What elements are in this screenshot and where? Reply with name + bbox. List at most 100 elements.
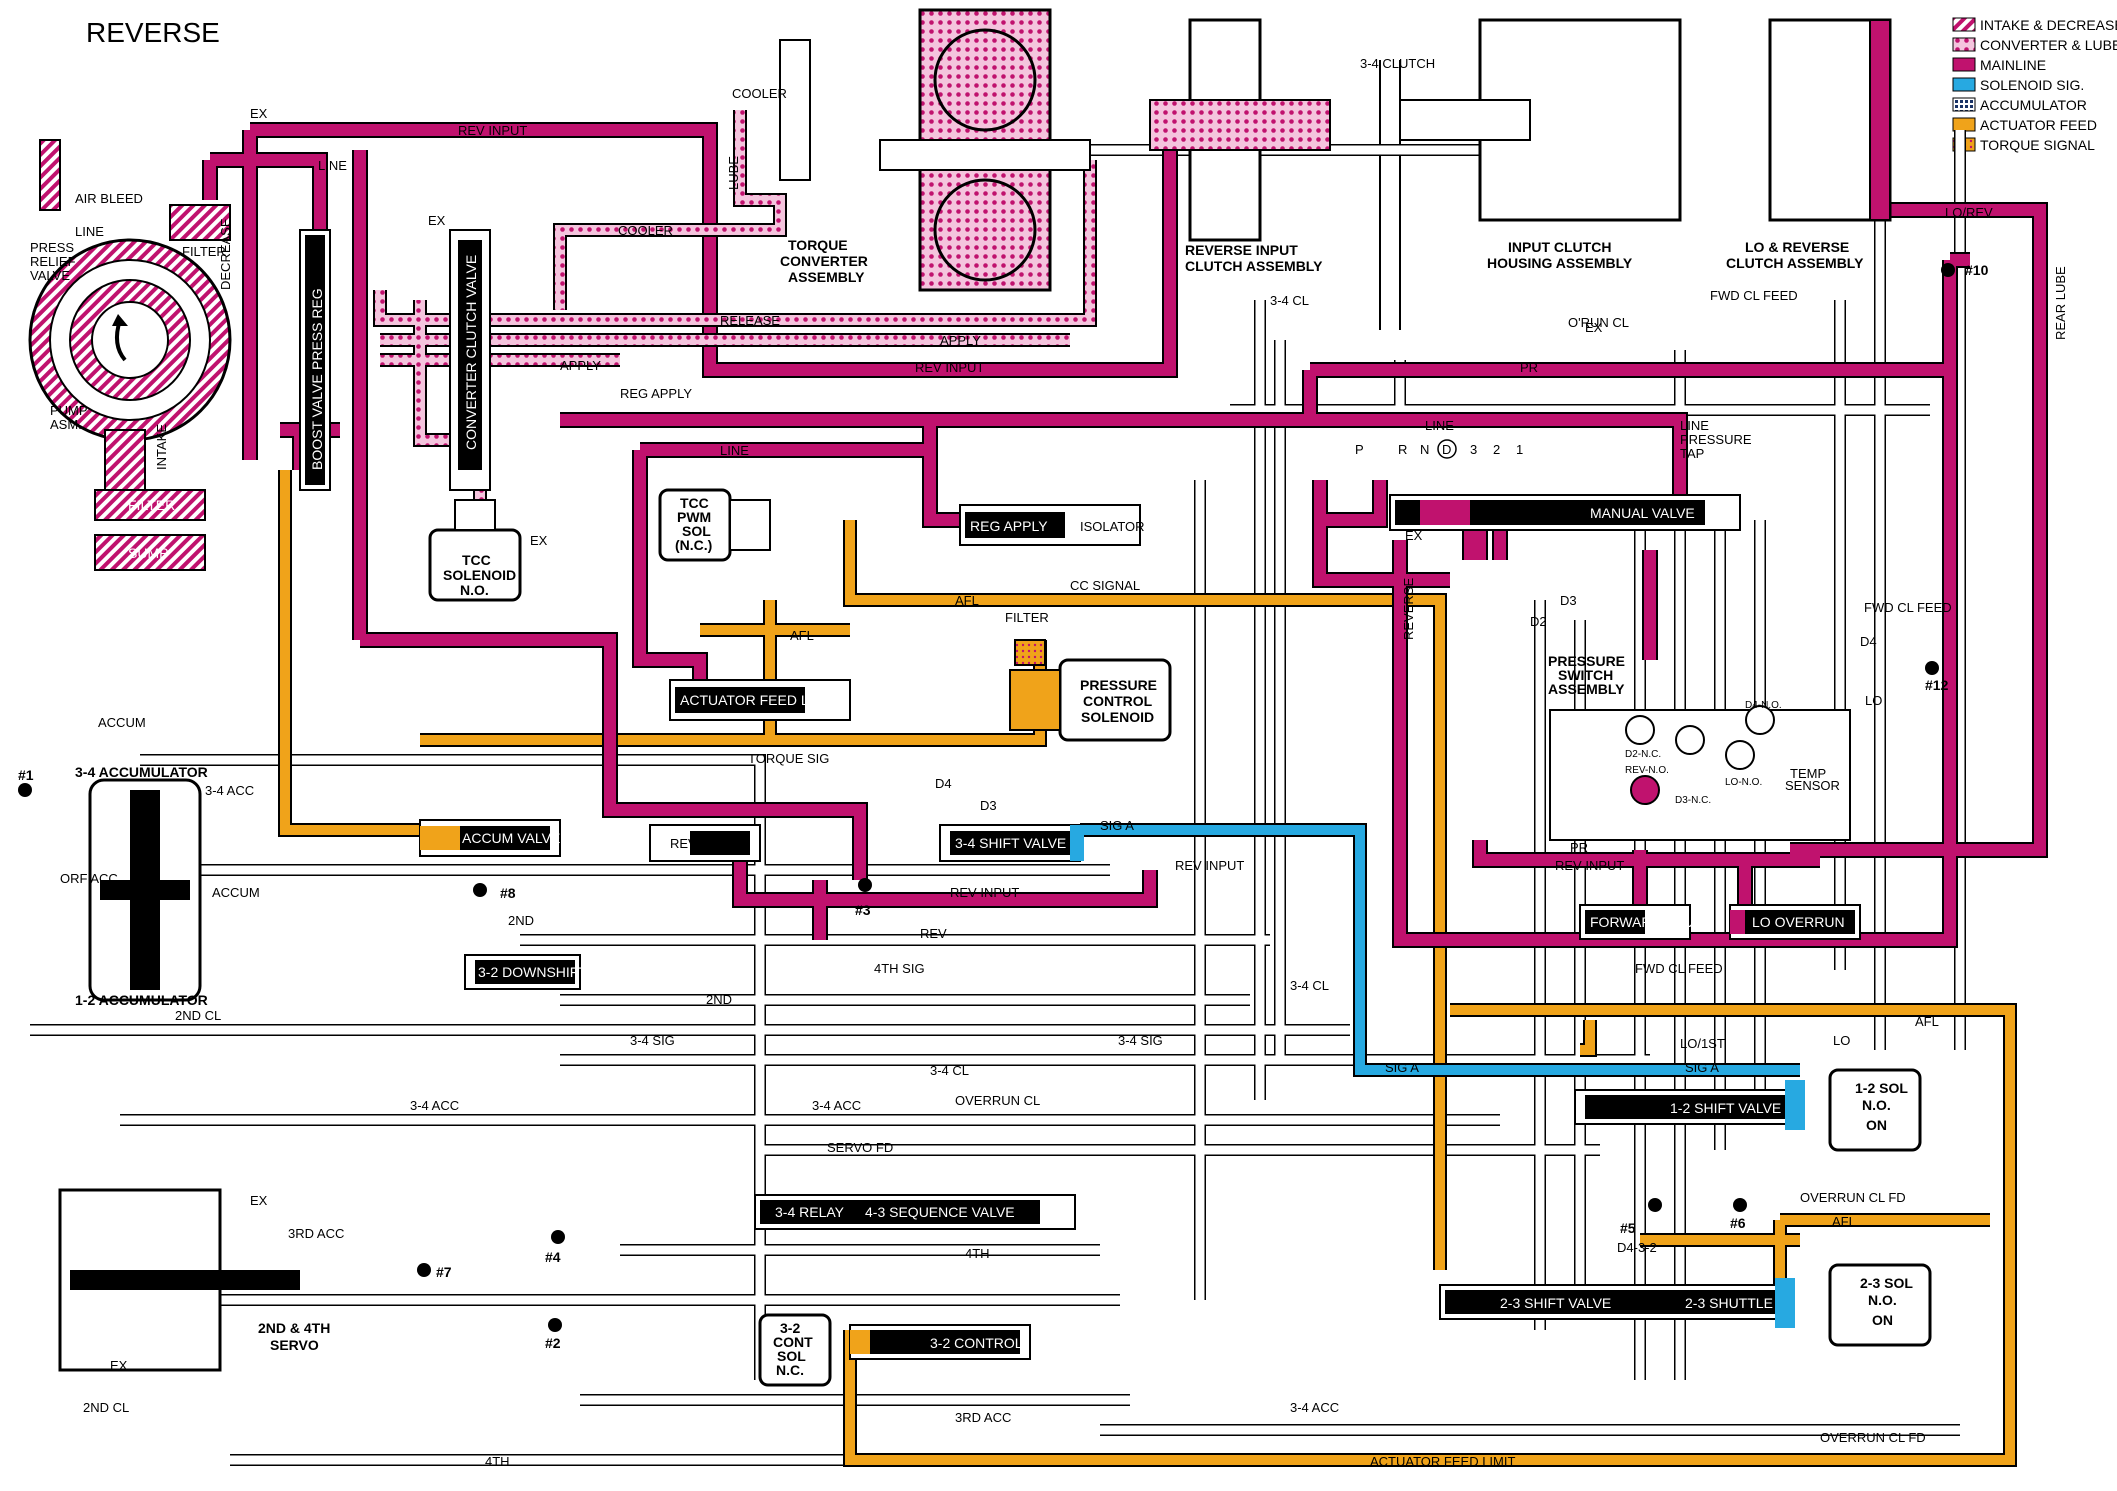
cl34-label-3: 3-4 CL — [1290, 978, 1329, 993]
gear-3: 3 — [1470, 442, 1477, 457]
cc-signal-label: CC SIGNAL — [1070, 578, 1140, 593]
ric-label-1: REVERSE INPUT — [1185, 242, 1298, 258]
page-title: REVERSE — [86, 17, 220, 48]
fwd-cl-feed-label-2: FWD CL FEED — [1710, 288, 1798, 303]
pr-label-right: PR — [1570, 840, 1588, 855]
fwd-cl-feed-label-1: FWD CL FEED — [1635, 961, 1723, 976]
cl34-label-top: 3-4 CLUTCH — [1360, 56, 1435, 71]
checkball-6-icon — [1733, 1198, 1747, 1212]
oruncl-label: O'RUN CL — [1568, 315, 1629, 330]
tcc-pwm-label-4: (N.C.) — [675, 537, 712, 553]
pressure-regulator-valve — [299, 229, 331, 491]
rev-input-label-low: REV INPUT — [1175, 858, 1244, 873]
ich-label-1: INPUT CLUTCH — [1508, 239, 1611, 255]
checkball-7-label: #7 — [436, 1264, 452, 1280]
checkball-8-icon — [473, 883, 487, 897]
reg-apply-circuit-label: REG APPLY — [620, 386, 692, 401]
d432-label: D4-3-2 — [1617, 1240, 1657, 1255]
checkball-5-label: #5 — [1620, 1220, 1636, 1236]
checkball-3-label: #3 — [855, 902, 871, 918]
lo-1st-label: LO/1ST — [1680, 1036, 1725, 1051]
third-acc-label-2: 3RD ACC — [955, 1410, 1011, 1425]
line-label-mid: LINE — [720, 443, 749, 458]
relay-34-label: 3-4 RELAY — [775, 1204, 845, 1220]
checkball-5-icon — [1648, 1198, 1662, 1212]
legend-label-mainline: MAINLINE — [1980, 57, 2046, 73]
filter-box — [94, 489, 206, 521]
lo-overrun-label: LO OVERRUN — [1752, 914, 1845, 930]
afl-label-2: AFL — [790, 628, 814, 643]
switch-d3: D3-N.C. — [1675, 795, 1711, 806]
isolator-label: ISOLATOR — [1080, 519, 1145, 534]
sequence-43-label: 4-3 SEQUENCE VALVE — [865, 1204, 1015, 1220]
sol12-label-1: 1-2 SOL — [1855, 1080, 1908, 1096]
d2-label: D2 — [1530, 614, 1547, 629]
checkball-12-label: #12 — [1925, 677, 1949, 693]
second-label-2: 2ND — [706, 992, 732, 1007]
legend-label-converter: CONVERTER & LUBE — [1980, 37, 2117, 53]
legend: INTAKE & DECREASE CONVERTER & LUBE MAINL… — [1952, 17, 2117, 153]
rev-input-label-low2: REV INPUT — [950, 885, 1019, 900]
afl-label-1: AFL — [955, 593, 979, 608]
relay-sequence-valve — [754, 1194, 1076, 1230]
accum-valve-label: ACCUM VALVE — [462, 830, 560, 846]
control-32-valve — [849, 1324, 1031, 1360]
filter-label-pcs: FILTER — [1005, 610, 1049, 625]
checkball-12-icon — [1925, 661, 1939, 675]
cooler-label-2: COOLER — [618, 223, 673, 238]
pr-label-top: PR — [1520, 360, 1538, 375]
pcs-label-2: CONTROL — [1083, 693, 1153, 709]
d4-label-right: D4 — [1860, 634, 1877, 649]
tcc-pwm-label-2: PWM — [677, 509, 711, 525]
manual-valve-label: MANUAL VALVE — [1590, 505, 1695, 521]
cont32-label-3: SOL — [777, 1348, 806, 1364]
rev-label: REV — [920, 926, 947, 941]
sig34-label-1: 3-4 SIG — [630, 1033, 675, 1048]
intake-label: INTAKE — [154, 424, 169, 470]
legend-swatch-actuator — [1952, 117, 1976, 132]
legend-swatch-accum — [1952, 97, 1976, 112]
reg-apply-valve — [959, 504, 1141, 546]
afl-label-4: AFL — [1832, 1214, 1856, 1229]
sig-a-label-1: SIG A — [1100, 818, 1134, 833]
rev-abuse-valve — [649, 824, 761, 862]
pressure-control-solenoid — [1009, 639, 1172, 742]
lo-reverse-clutch — [1768, 18, 1892, 222]
lrc-label-2: CLUTCH ASSEMBLY — [1726, 255, 1864, 271]
tcc-pwm-label-1: TCC — [680, 495, 709, 511]
lo-label: LO — [1833, 1033, 1850, 1048]
accum12-label: 1-2 ACCUMULATOR — [75, 992, 208, 1008]
manual-valve — [1389, 494, 1741, 531]
sump-box — [94, 534, 206, 571]
afl-label-3: AFL — [1915, 1014, 1939, 1029]
solenoid-signal-inner — [1080, 825, 1800, 1075]
second-label: 2ND — [508, 913, 534, 928]
cl34-label-2: 3-4 CL — [1270, 293, 1309, 308]
rev-abuse-label: REV ABUSE — [670, 836, 744, 851]
sig-a-label-2: SIG A — [1685, 1060, 1719, 1075]
legend-swatch-converter — [1952, 37, 1976, 52]
ex-label-oruncl: EX — [1585, 320, 1603, 335]
overrun-cl-fd-label-2: OVERRUN CL FD — [1800, 1190, 1906, 1205]
overrun-cl-label: OVERRUN CL — [955, 1093, 1040, 1108]
pcs-label-1: PRESSURE — [1080, 677, 1157, 693]
tcc-pwm-label-3: SOL — [682, 523, 711, 539]
legend-swatch-intake — [1952, 17, 1976, 32]
boost-valve-label: BOOST VALVE — [309, 374, 325, 470]
psa-label-1: PRESSURE — [1548, 653, 1625, 669]
downshift-32-label: 3-2 DOWNSHIFT — [478, 964, 587, 980]
checkball-3-icon — [858, 878, 872, 892]
checkball-10-icon — [1941, 263, 1955, 277]
gear-1: 1 — [1516, 442, 1523, 457]
sol-12 — [1828, 1068, 1922, 1152]
cont32-label-4: N.C. — [776, 1362, 804, 1378]
orf-acc-label: ORF ACC — [60, 871, 118, 886]
shuttle-23-label: 2-3 SHUTTLE — [1685, 1295, 1773, 1311]
checkball-4-label: #4 — [545, 1249, 561, 1265]
gear-n: N — [1420, 442, 1429, 457]
press-relief-valve — [39, 139, 61, 211]
press-reg-label: PRESS REG — [309, 288, 325, 370]
lo-rev-label: LO/REV — [1945, 205, 1993, 220]
press-relief-label-3: VALVE — [30, 268, 70, 283]
gear-selector: P R N D 3 2 1 — [1355, 439, 1523, 459]
